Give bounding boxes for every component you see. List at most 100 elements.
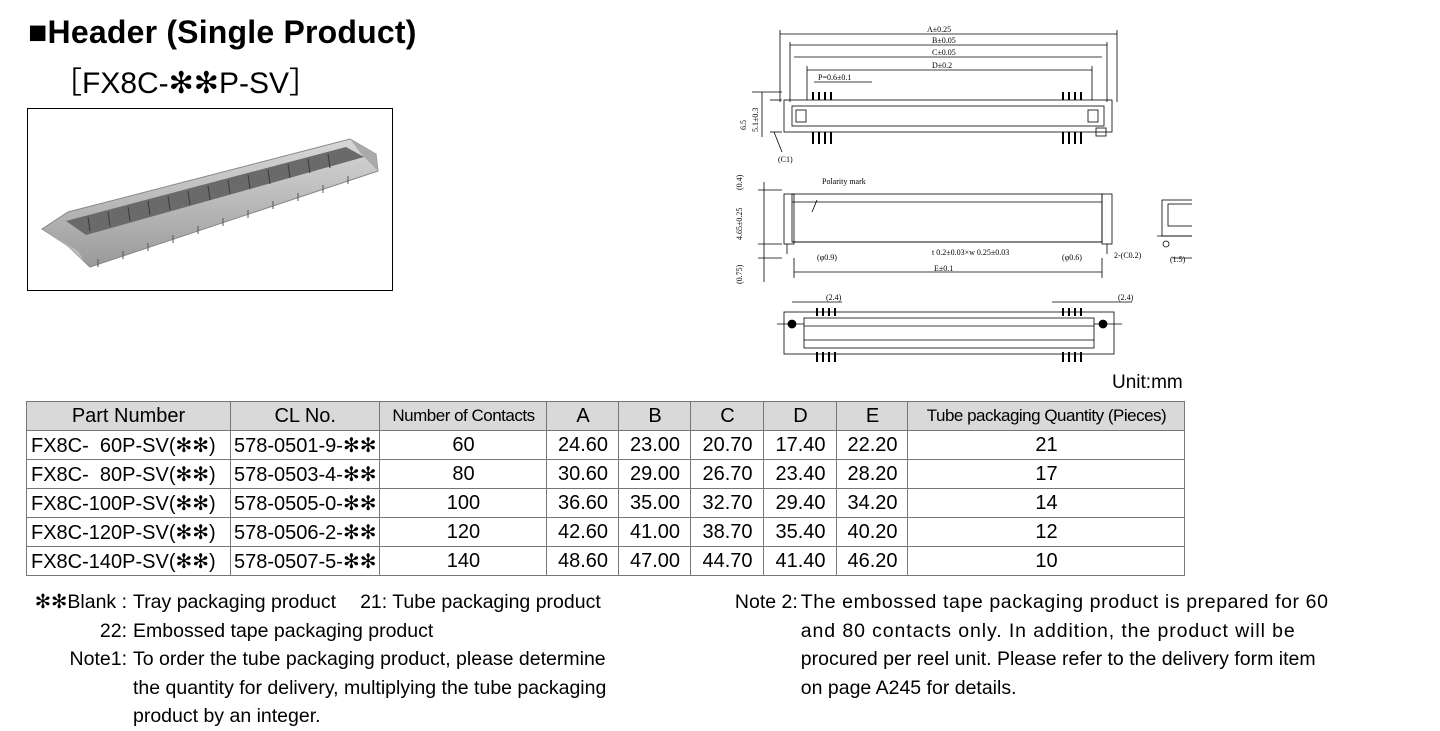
cell-tube-qty: 17 (907, 459, 1186, 489)
cell-e: 22.20 (836, 430, 909, 460)
cell-a: 42.60 (546, 517, 620, 547)
part-series-subtitle: ［FX8C-✻✻P-SV］ (52, 67, 319, 100)
cell-tube-qty: 10 (907, 546, 1186, 576)
dim-24a-label: (2.4) (826, 293, 842, 302)
cell-d: 35.40 (763, 517, 838, 547)
table-row: FX8C-140P-SV(✻✻) 578-0507-5-✻✻ 140 48.60… (26, 546, 1186, 576)
note1-label: Note1: (69, 648, 127, 670)
col-contacts: Number of Contacts (379, 401, 548, 431)
cell-d: 23.40 (763, 459, 838, 489)
cell-cl-no: 578-0506-2-✻✻ (229, 517, 381, 547)
cell-part-number: FX8C-140P-SV(✻✻) (26, 546, 231, 576)
dim-phi09-label: (φ0.9) (817, 253, 837, 262)
tube-code-text: 21: Tube packaging product (360, 591, 601, 613)
note2-line-1: The embossed tape packaging product is p… (800, 591, 1329, 613)
dim-c02-label: 2-(C0.2) (1114, 251, 1142, 260)
cell-c: 38.70 (690, 517, 765, 547)
cell-d: 29.40 (763, 488, 838, 518)
cell-tube-qty: 14 (907, 488, 1186, 518)
cell-cl-no: 578-0501-9-✻✻ (229, 430, 381, 460)
col-part-number: Part Number (26, 401, 231, 431)
table-row: FX8C-120P-SV(✻✻) 578-0506-2-✻✻ 120 42.60… (26, 517, 1186, 547)
cell-b: 29.00 (618, 459, 692, 489)
note1-line-1: To order the tube packaging product, ple… (133, 648, 606, 670)
table-header-row: Part Number CL No. Number of Contacts A … (26, 401, 1186, 431)
dim-a-label: A±0.25 (927, 25, 951, 34)
cell-contacts: 80 (379, 459, 548, 489)
embossed-code-label: 22: (99, 619, 127, 642)
cell-contacts: 100 (379, 488, 548, 518)
cell-part-number: FX8C- 80P-SV(✻✻) (26, 459, 231, 489)
dimension-drawing-svg: A±0.25 B±0.05 C±0.05 D±0.2 P=0.6±0.1 6.5… (735, 25, 1207, 362)
cell-a: 36.60 (546, 488, 620, 518)
note2-label: Note 2: (734, 591, 798, 613)
cell-a: 24.60 (546, 430, 620, 460)
dim-c-label: C±0.05 (932, 48, 956, 57)
note1-line-2: the quantity for delivery, multiplying t… (133, 676, 607, 699)
cell-contacts: 140 (379, 546, 548, 576)
cell-part-number: FX8C- 60P-SV(✻✻) (26, 430, 231, 460)
cell-tube-qty: 12 (907, 517, 1186, 547)
cell-b: 47.00 (618, 546, 692, 576)
polarity-mark-label: Polarity mark (822, 177, 866, 186)
cell-a: 30.60 (546, 459, 620, 489)
cell-e: 40.20 (836, 517, 909, 547)
dim-b-label: B±0.05 (932, 36, 956, 45)
blank-code-text: Tray packaging product (133, 591, 337, 613)
note2-line-4: on page A245 for details. (800, 676, 1017, 699)
embossed-code-text: Embossed tape packaging product (133, 619, 434, 642)
col-c: C (690, 401, 765, 431)
part-spec-table: Part Number CL No. Number of Contacts A … (26, 401, 1186, 576)
dim-phi06-label: (φ0.6) (1062, 253, 1082, 262)
cell-c: 26.70 (690, 459, 765, 489)
cell-contacts: 120 (379, 517, 548, 547)
dim-d-label: D±0.2 (932, 61, 952, 70)
cell-d: 41.40 (763, 546, 838, 576)
cell-c: 44.70 (690, 546, 765, 576)
dim-15-label: (1.5) (1170, 255, 1186, 264)
cell-b: 35.00 (618, 488, 692, 518)
cell-b: 41.00 (618, 517, 692, 547)
note1-line-3: product by an integer. (133, 705, 321, 727)
cell-e: 28.20 (836, 459, 909, 489)
cell-e: 46.20 (836, 546, 909, 576)
dim-24b-label: (2.4) (1118, 293, 1134, 302)
dimension-drawing: A±0.25 B±0.05 C±0.05 D±0.2 P=0.6±0.1 6.5… (722, 22, 1207, 372)
dim-465-label: 4.65±0.25 (735, 208, 744, 240)
col-tube-qty: Tube packaging Quantity (Pieces) (907, 401, 1186, 431)
dim-p-label: P=0.6±0.1 (818, 73, 851, 82)
dim-04-label: (0.4) (735, 174, 744, 190)
cell-tube-qty: 21 (907, 430, 1186, 460)
col-b: B (618, 401, 692, 431)
col-cl-no: CL No. (229, 401, 381, 431)
cell-cl-no: 578-0505-0-✻✻ (229, 488, 381, 518)
col-e: E (836, 401, 909, 431)
note2-line-2: and 80 contacts only. In addition, the p… (800, 619, 1296, 642)
dim-51-label: 5.1±0.3 (751, 108, 760, 132)
table-row: FX8C- 60P-SV(✻✻) 578-0501-9-✻✻ 60 24.60 … (26, 430, 1186, 460)
blank-code-label: ✻✻Blank : (34, 591, 127, 613)
note2-block: Note 2: The embossed tape packaging prod… (723, 588, 1383, 702)
dim-075-label: (0.75) (735, 264, 744, 284)
col-d: D (763, 401, 838, 431)
cell-c: 32.70 (690, 488, 765, 518)
cell-part-number: FX8C-100P-SV(✻✻) (26, 488, 231, 518)
cell-d: 17.40 (763, 430, 838, 460)
dim-t-label: t 0.2±0.03×w 0.25±0.03 (932, 248, 1009, 257)
product-photo-frame (27, 108, 393, 291)
packaging-notes: ✻✻Blank : Tray packaging product 21: Tub… (28, 588, 607, 731)
note2-line-3: procured per reel unit. Please refer to … (800, 648, 1316, 670)
page-title: ■Header (Single Product) (28, 14, 417, 50)
cell-a: 48.60 (546, 546, 620, 576)
dim-c1-label: (C1) (778, 155, 793, 164)
connector-photo-image (41, 138, 379, 268)
cell-contacts: 60 (379, 430, 548, 460)
cell-part-number: FX8C-120P-SV(✻✻) (26, 517, 231, 547)
dim-65-label: 6.5 (739, 120, 748, 130)
cell-e: 34.20 (836, 488, 909, 518)
cell-cl-no: 578-0503-4-✻✻ (229, 459, 381, 489)
unit-label: Unit:mm (1112, 372, 1183, 393)
table-row: FX8C-100P-SV(✻✻) 578-0505-0-✻✻ 100 36.60… (26, 488, 1186, 518)
table-row: FX8C- 80P-SV(✻✻) 578-0503-4-✻✻ 80 30.60 … (26, 459, 1186, 489)
cell-c: 20.70 (690, 430, 765, 460)
